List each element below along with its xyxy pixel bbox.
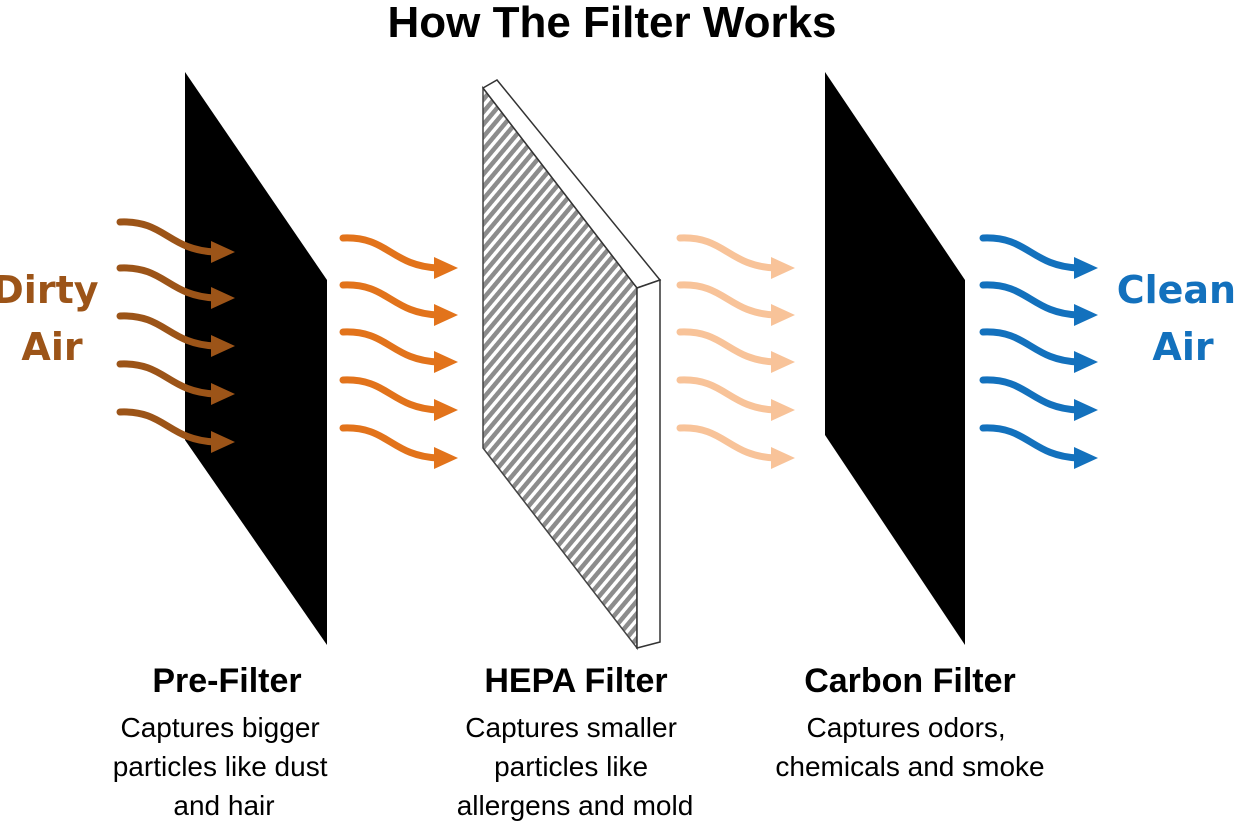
pre-filter-description-line: Captures bigger <box>120 712 319 743</box>
clean-air-label-line-1: Clean <box>1117 268 1236 312</box>
air-flow-arrow-shaft <box>339 376 442 414</box>
dirty-air-label: Dirty Air <box>0 268 112 369</box>
air-flow-arrow-head <box>434 399 458 421</box>
air-flow-arrow-head <box>434 304 458 326</box>
hepa-filter-panel <box>481 79 662 651</box>
air-flow-arrow-head <box>1074 351 1098 373</box>
pre-filter-description: Captures bigger particles like dust and … <box>113 712 336 821</box>
pre-filter-title: Pre-Filter <box>152 662 301 700</box>
prefiltered-air-arrows <box>339 234 458 469</box>
air-flow-arrow-shaft <box>676 424 779 462</box>
air-flow-arrow-shaft <box>116 218 219 256</box>
carbon-filter-description: Captures odors, chemicals and smoke <box>775 712 1044 782</box>
air-flow-arrow-shaft <box>116 408 219 446</box>
air-flow-arrow-head <box>1074 257 1098 279</box>
air-flow-arrow-head <box>434 257 458 279</box>
air-flow-arrow-head <box>211 335 235 357</box>
air-flow-arrow-shaft <box>979 234 1082 272</box>
air-flow-arrow-head <box>434 351 458 373</box>
air-flow-arrow-head <box>434 447 458 469</box>
hepa-filtered-air-arrows <box>676 234 795 469</box>
diagram-title: How The Filter Works <box>387 0 836 47</box>
air-flow-arrow-head <box>771 351 795 373</box>
air-flow-arrow-head <box>1074 304 1098 326</box>
air-flow-arrow-shaft <box>339 234 442 272</box>
air-flow-arrow-shaft <box>979 328 1082 366</box>
air-flow-arrow-shaft <box>116 360 219 398</box>
carbon-filter-title: Carbon Filter <box>804 662 1016 700</box>
hepa-filter-title: HEPA Filter <box>484 662 667 700</box>
pre-filter-description-line: and hair <box>173 790 274 821</box>
clean-air-label: Clean Air <box>1117 268 1244 369</box>
carbon-filter-panel <box>825 72 965 645</box>
air-flow-arrow-head <box>1074 399 1098 421</box>
carbon-filter-description-line: Captures odors, <box>807 712 1006 743</box>
hepa-filter-side-edge <box>636 278 661 649</box>
dirty-air-label-line-2: Air <box>21 325 82 369</box>
air-flow-arrow-shaft <box>676 281 779 319</box>
hepa-filter-description-line: allergens and mold <box>457 790 694 821</box>
air-flow-arrow-shaft <box>979 281 1082 319</box>
hepa-filter-description-line: particles like <box>494 751 648 782</box>
air-flow-arrow-head <box>771 447 795 469</box>
air-flow-arrow-head <box>771 257 795 279</box>
dirty-air-label-line-1: Dirty <box>0 268 99 312</box>
clean-air-arrows <box>979 234 1098 469</box>
air-flow-arrow-shaft <box>339 328 442 366</box>
air-flow-arrow-shaft <box>339 424 442 462</box>
clean-air-label-line-2: Air <box>1152 325 1213 369</box>
air-flow-arrow-shaft <box>979 424 1082 462</box>
pre-filter-description-line: particles like dust <box>113 751 328 782</box>
air-flow-arrow-shaft <box>979 376 1082 414</box>
air-flow-arrow-shaft <box>116 312 219 350</box>
air-flow-arrow-shaft <box>676 328 779 366</box>
air-flow-arrow-shaft <box>676 234 779 272</box>
air-flow-arrow-head <box>211 287 235 309</box>
air-flow-arrow-shaft <box>676 376 779 414</box>
carbon-filter-description-line: chemicals and smoke <box>775 751 1044 782</box>
air-flow-arrow-head <box>771 304 795 326</box>
hepa-filter-description-line: Captures smaller <box>465 712 677 743</box>
air-flow-arrow-shaft <box>339 281 442 319</box>
hepa-filter-description: Captures smaller particles like allergen… <box>457 712 694 821</box>
air-flow-arrow-head <box>211 241 235 263</box>
air-flow-arrow-head <box>211 383 235 405</box>
air-flow-arrow-head <box>211 431 235 453</box>
dirty-air-arrows <box>116 218 235 453</box>
air-flow-arrow-head <box>771 399 795 421</box>
air-flow-arrow-shaft <box>116 264 219 302</box>
air-flow-arrow-head <box>1074 447 1098 469</box>
pre-filter-panel <box>185 72 327 645</box>
